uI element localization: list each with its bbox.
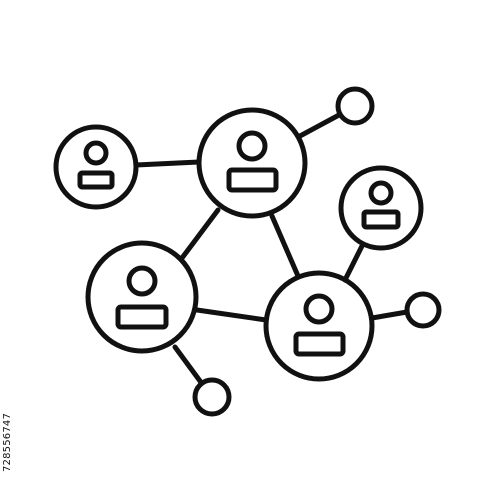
node-dot-icon xyxy=(192,377,232,417)
connector-line xyxy=(179,207,221,261)
person-node-lower-right xyxy=(263,270,375,382)
person-node-right xyxy=(338,165,424,251)
connector-line xyxy=(297,112,342,139)
connector-line xyxy=(342,243,365,283)
person-node-top xyxy=(196,107,308,219)
user-icon xyxy=(226,130,279,193)
node-dot-icon xyxy=(335,86,375,126)
user-icon xyxy=(77,140,115,190)
person-node-left xyxy=(53,124,139,210)
node-dot-icon xyxy=(404,291,442,329)
connector-line xyxy=(369,309,410,321)
connector-line xyxy=(269,213,301,279)
connector-line xyxy=(133,159,202,168)
connector-line xyxy=(172,344,203,384)
user-icon xyxy=(115,265,169,330)
user-icon xyxy=(361,180,401,230)
connector-line xyxy=(194,307,269,323)
person-node-lower-left xyxy=(85,240,199,354)
user-icon xyxy=(293,293,346,357)
stock-id-text: 728556747 xyxy=(2,412,13,472)
